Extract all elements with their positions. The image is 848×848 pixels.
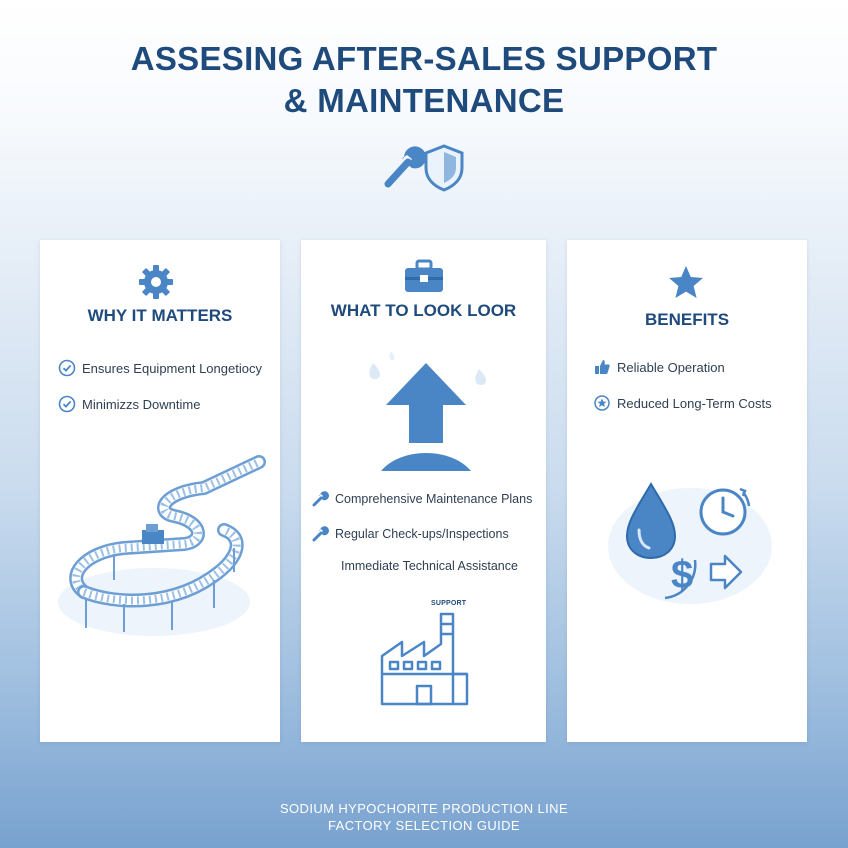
list-item: Regular Check-ups/Inspections <box>311 525 509 543</box>
drop-clock-dollar-illustration: $ <box>608 482 772 604</box>
shield-icon <box>424 144 464 192</box>
clock-icon <box>699 487 751 536</box>
wrench-icon <box>312 491 329 507</box>
factory-icon <box>380 612 469 706</box>
list-item: Reliable Operation <box>593 358 725 376</box>
factory-label: SUPPORT <box>431 600 467 607</box>
title-line-1: ASSESING AFTER-SALES SUPPORT <box>130 40 718 77</box>
card-why-it-matters: WHY IT MATTERS Ensures Equipment Longeti… <box>40 240 280 742</box>
item-label: Minimizzs Downtime <box>82 396 201 412</box>
thumbs-up-icon <box>595 360 610 374</box>
badge-icon <box>594 395 610 411</box>
card-title-benefits: BENEFITS <box>644 310 730 329</box>
card-what-to-look-for: WHAT TO LOOK LOOR Comprehensive Maintena… <box>301 240 546 742</box>
card-title-what: WHAT TO LOOK LOOR <box>330 301 517 320</box>
footer-line-2: FACTORY SELECTION GUIDE <box>328 818 520 833</box>
wrench-icon <box>312 526 329 542</box>
water-drop-icon <box>625 482 677 560</box>
list-item: Ensures Equipment Longetiocy <box>58 359 262 377</box>
list-item: Minimizzs Downtime <box>58 395 200 413</box>
item-label: Ensures Equipment Longetiocy <box>82 360 262 376</box>
gear-icon <box>139 265 173 299</box>
star-icon <box>669 266 703 298</box>
up-arrow-illustration <box>369 351 486 471</box>
item-label: Reliable Operation <box>617 359 725 375</box>
footer: SODIUM HYPOCHORITE PRODUCTION LINE FACTO… <box>0 800 848 834</box>
conveyor-line-illustration <box>58 455 266 636</box>
footer-line-1: SODIUM HYPOCHORITE PRODUCTION LINE <box>279 801 569 816</box>
list-item: Reduced Long-Term Costs <box>593 394 772 412</box>
dollar-icon: $ <box>664 553 697 600</box>
hero-icon-group <box>384 144 464 192</box>
item-label: Comprehensive Maintenance Plans <box>335 492 533 506</box>
wrench-icon <box>384 146 426 188</box>
title-line-2: & MAINTENANCE <box>283 82 565 119</box>
card-benefits: BENEFITS Reliable Operation Reduced Long… <box>567 240 807 742</box>
list-item: Comprehensive Maintenance Plans <box>311 490 532 508</box>
item-label: Regular Check-ups/Inspections <box>335 527 509 541</box>
toolbox-icon <box>405 259 443 292</box>
page-title: ASSESING AFTER-SALES SUPPORT & MAINTENAN… <box>0 38 848 122</box>
check-circle-icon <box>58 395 76 413</box>
item-label: Immediate Technical Assistance <box>341 559 518 573</box>
arrow-right-icon <box>709 554 743 590</box>
item-label: Reduced Long-Term Costs <box>617 395 772 411</box>
card-title-why: WHY IT MATTERS <box>87 306 233 325</box>
list-item: Immediate Technical Assistance <box>341 559 518 573</box>
check-circle-icon <box>58 359 76 377</box>
